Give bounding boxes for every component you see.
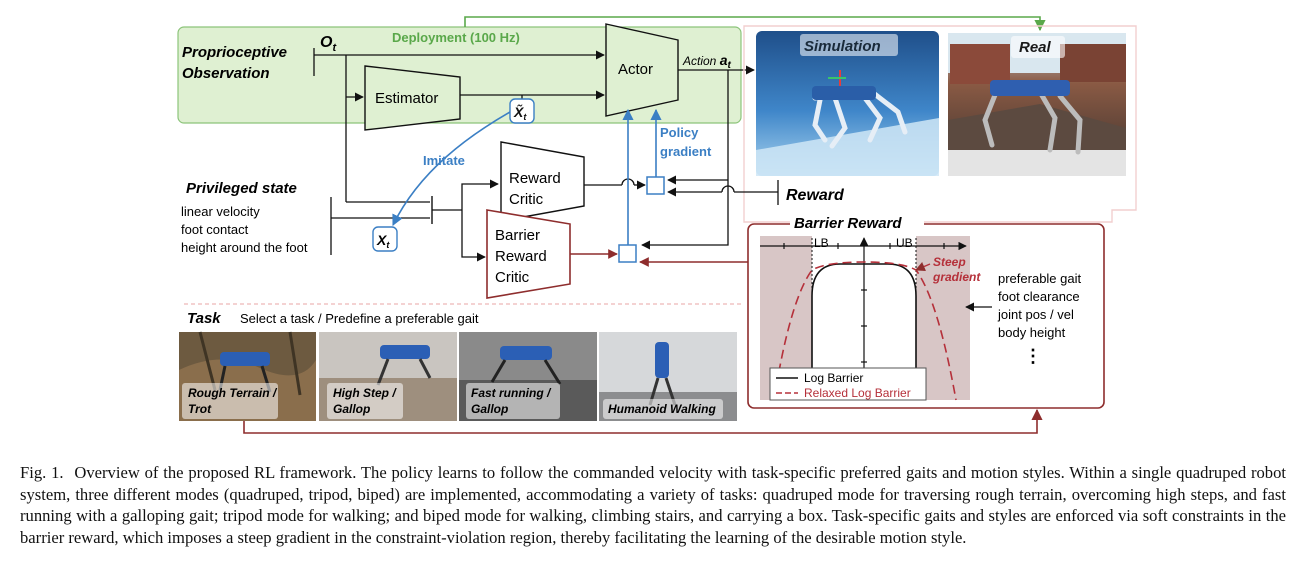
task-title: Task	[187, 310, 221, 327]
imitate-label: Imitate	[423, 153, 465, 168]
reward-critic-block	[500, 141, 585, 222]
estimator-block	[364, 65, 461, 131]
rc-loss-node	[646, 176, 665, 195]
task-label-bg	[182, 383, 278, 419]
imitate-arrow	[392, 111, 511, 227]
steep-gradient-label-line1: Steep	[933, 255, 966, 269]
barrier-critic-block	[486, 209, 571, 299]
task-label-bg	[466, 383, 560, 419]
task-label-line2: Gallop	[471, 402, 508, 416]
lb-label: LB	[814, 236, 829, 250]
concat-to-brc-line	[461, 210, 486, 262]
privileged-title: Privileged state	[186, 180, 297, 197]
barrier-critic-label-line2: Reward	[495, 248, 547, 265]
legend-relaxed-label: Relaxed Log Barrier	[804, 386, 911, 400]
barrier-item: preferable gait	[998, 271, 1081, 286]
barrier-reward-title: Barrier Reward	[794, 215, 902, 232]
barrier-item: foot clearance	[998, 289, 1080, 304]
legend-log-label: Log Barrier	[804, 371, 863, 385]
barrier-item: joint pos / vel	[997, 307, 1074, 322]
barrier-critic-label-line3: Critic	[495, 269, 530, 286]
task-label-line1: Rough Terrain /	[188, 386, 278, 400]
figure-caption: Fig. 1. Overview of the proposed RL fram…	[20, 462, 1286, 548]
real-label-bg	[1011, 36, 1065, 58]
actor-label: Actor	[618, 61, 653, 78]
barrier-reward-title-bg	[790, 212, 924, 234]
brc-loss-node	[618, 244, 637, 263]
steep-gradient-label-line2: gradient	[932, 270, 981, 284]
ub-label: UB	[896, 236, 913, 250]
task-subtitle: Select a task / Predefine a preferable g…	[240, 311, 479, 326]
task-label-bg	[327, 383, 403, 419]
obs-symbol: Ot	[320, 34, 337, 54]
xhat-box	[509, 98, 535, 124]
proprio-label-line2: Observation	[182, 65, 270, 82]
barrier-item: body height	[998, 325, 1066, 340]
x-symbol: Xt	[376, 232, 390, 250]
xhat-symbol: X̃t	[513, 103, 527, 122]
caption-text: Overview of the proposed RL framework. T…	[20, 463, 1286, 547]
task-label-line2: Gallop	[333, 402, 370, 416]
deployment-feedback-arrow	[464, 16, 1046, 32]
barrier-critic-label-line1: Barrier	[495, 227, 540, 244]
simulation-label: Simulation	[804, 38, 881, 55]
task-label-bg	[603, 399, 723, 419]
task-label-line1: Fast running /	[471, 386, 552, 400]
task-label-line2: Trot	[188, 402, 212, 416]
deployment-label: Deployment (100 Hz)	[392, 30, 520, 45]
action-label: Action at	[682, 52, 731, 71]
privileged-item: foot contact	[181, 222, 249, 237]
action-to-brc-line	[641, 180, 729, 250]
task-to-barrier-arrow	[243, 408, 1043, 434]
privileged-item: linear velocity	[181, 204, 260, 219]
proprio-label-line1: Proprioceptive	[182, 44, 287, 61]
reward-frame	[743, 25, 1137, 223]
estimator-label: Estimator	[375, 90, 438, 107]
x-box	[372, 226, 398, 252]
caption-label: Fig. 1.	[20, 463, 64, 482]
real-image	[948, 33, 1126, 176]
reward-critic-label-line2: Critic	[509, 191, 544, 208]
privileged-item: height around the foot	[181, 240, 308, 255]
simulation-image	[756, 31, 939, 176]
task-label-line1: Humanoid Walking	[608, 402, 716, 416]
policy-gradient-label-line2: gradient	[660, 144, 712, 159]
policy-gradient-label-line1: Policy	[660, 125, 699, 140]
actor-block	[605, 23, 679, 117]
barrier-items-ellipsis: ⋮	[1024, 346, 1042, 366]
framework-diagram: Deployment (100 Hz) Proprioceptive Obser…	[177, 16, 1137, 434]
reward-critic-label-line1: Reward	[509, 170, 561, 187]
real-label: Real	[1019, 39, 1052, 56]
reward-label: Reward	[786, 187, 845, 204]
task-label-line1: High Step /	[333, 386, 397, 400]
concat-to-rc-line	[461, 179, 499, 210]
barrier-legend	[769, 367, 927, 401]
simulation-label-bg	[800, 34, 898, 56]
